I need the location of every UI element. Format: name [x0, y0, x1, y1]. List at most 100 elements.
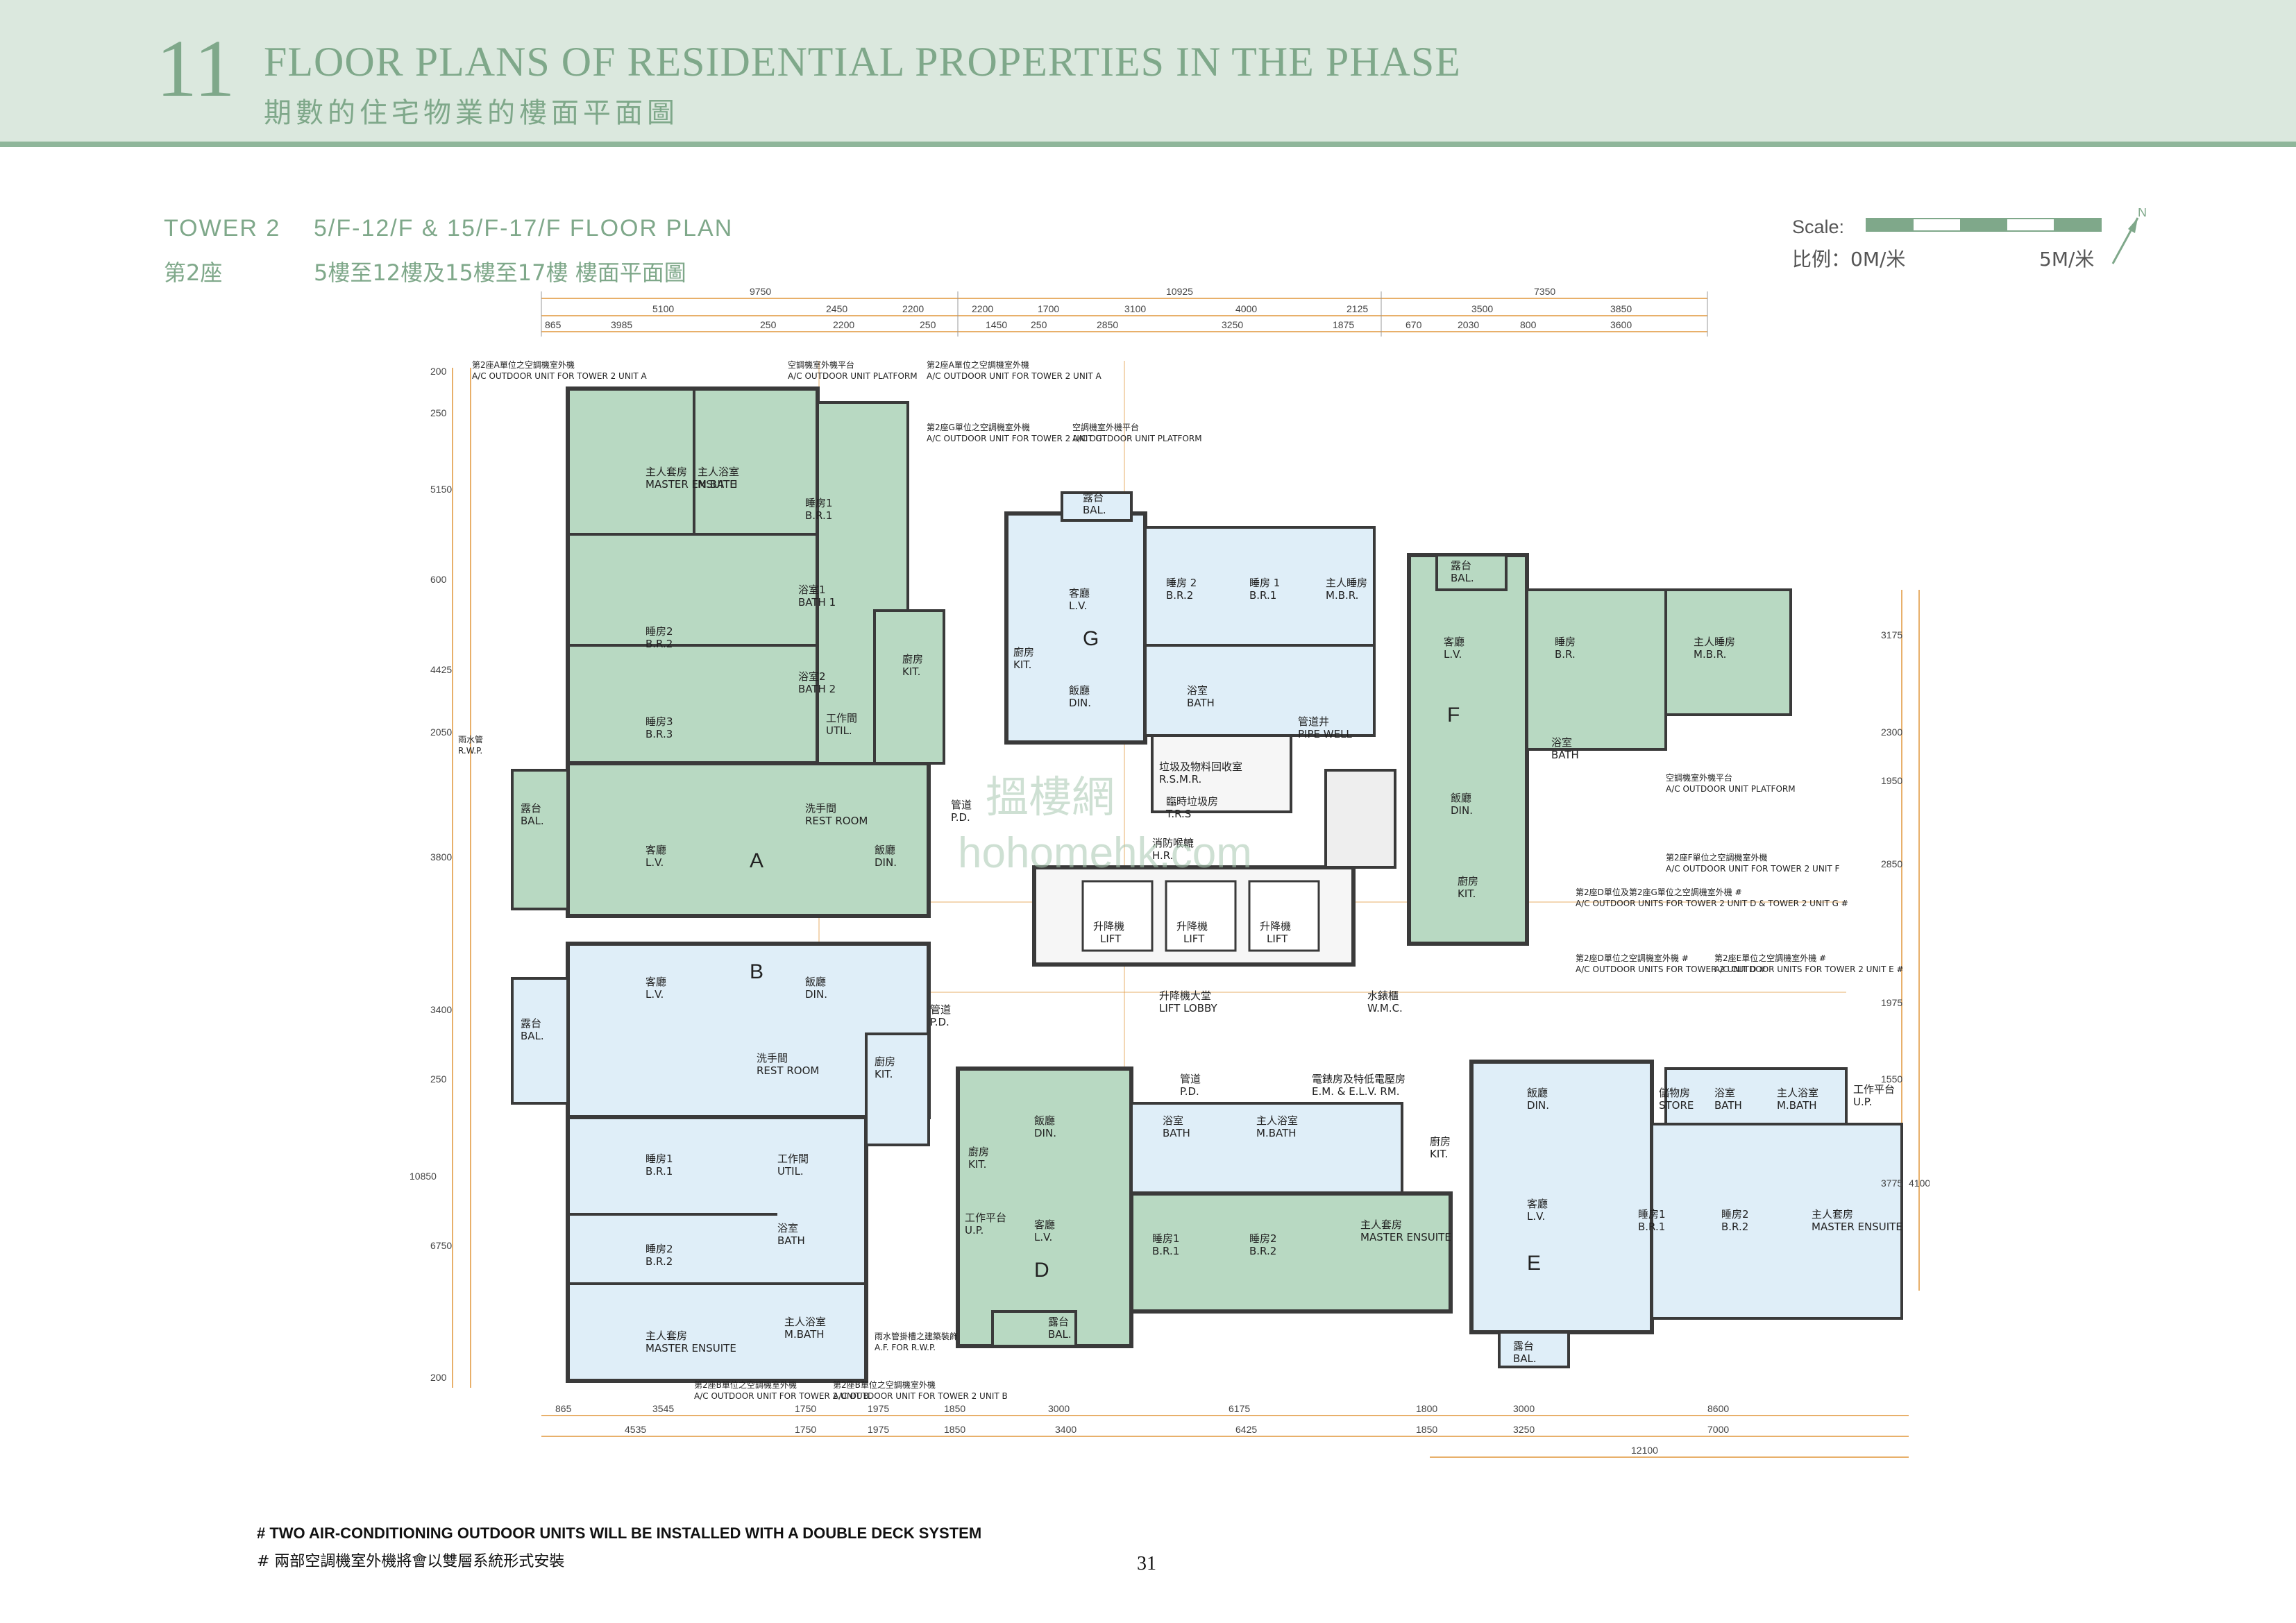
- room-b-mbath-en: M.BATH: [784, 1328, 825, 1341]
- room-b-bath-en: BATH: [777, 1234, 805, 1247]
- room-d-br2-en: B.R.2: [1249, 1245, 1276, 1257]
- dim-bot1-2: 1750: [795, 1403, 816, 1414]
- room-f-br: 睡房: [1555, 636, 1576, 648]
- room-d-din: 飯廳: [1034, 1114, 1055, 1127]
- room-f-kit-en: KIT.: [1458, 887, 1476, 900]
- watermark-zh: 搵樓網: [986, 774, 1115, 822]
- dim-left-8: 250: [430, 1073, 447, 1085]
- room-b-bal: 露台: [521, 1017, 541, 1030]
- room-a-br1: 睡房1: [805, 497, 833, 509]
- room-a-rest: 洗手間: [805, 802, 836, 815]
- dim-top2-5: 3100: [1124, 303, 1146, 314]
- room-g-br1-en: B.R.1: [1249, 589, 1276, 602]
- dim-left-1: 250: [430, 407, 447, 418]
- room-b-liv-en: L.V.: [645, 988, 664, 1001]
- scale-zero-label: 比例：0M/米: [1792, 248, 1906, 271]
- section-title-zh: 期數的住宅物業的樓面平面圖: [264, 97, 679, 129]
- room-rsmr: 垃圾及物料回收室: [1159, 760, 1242, 773]
- dim-top3-2: 250: [760, 319, 777, 330]
- room-e-din: 飯廳: [1527, 1087, 1548, 1099]
- room-d-br1-en: B.R.1: [1152, 1245, 1179, 1257]
- note-ac-a1-en: A/C OUTDOOR UNIT FOR TOWER 2 UNIT A: [472, 371, 647, 381]
- room-a-liv-en: L.V.: [645, 856, 664, 869]
- room-e-store-en: STORE: [1659, 1099, 1694, 1112]
- dim-bot2-2: 1975: [868, 1424, 889, 1435]
- room-lift3: 升降機: [1260, 920, 1291, 933]
- room-a-br1-en: B.R.1: [805, 509, 832, 522]
- room-lift1-en: LIFT: [1100, 933, 1122, 945]
- dim-bot1-3: 1975: [868, 1403, 889, 1414]
- section-number: 11: [156, 23, 235, 114]
- unit-label-e: E: [1527, 1252, 1541, 1275]
- room-a-br3-en: B.R.3: [645, 728, 673, 740]
- plan-name-zh: 5樓至12樓及15樓至17樓 樓面平面圖: [314, 260, 686, 286]
- room-a-bath2-en: BATH 2: [798, 683, 836, 695]
- room-e-kit: 廚房: [1430, 1135, 1451, 1148]
- page-number: 31: [1137, 1553, 1156, 1574]
- room-f-din: 飯廳: [1451, 792, 1471, 804]
- room-trs: 臨時垃圾房: [1166, 795, 1218, 808]
- unit-label-g: G: [1083, 627, 1099, 650]
- dim-top3-9: 1875: [1333, 319, 1354, 330]
- room-b-bath: 浴室: [777, 1222, 798, 1234]
- unit-g: [1004, 491, 1376, 745]
- dim-left-7: 3400: [430, 1004, 452, 1015]
- dim-right-2: 1950: [1881, 775, 1902, 786]
- room-f-kit: 廚房: [1458, 875, 1478, 887]
- room-e-master-en: MASTER ENSUITE: [1812, 1221, 1902, 1233]
- room-d-bal: 露台: [1048, 1316, 1069, 1328]
- room-f-din-en: DIN.: [1451, 804, 1473, 817]
- room-a-bath2: 浴室2: [798, 670, 826, 683]
- room-lift1: 升降機: [1093, 920, 1124, 933]
- room-g-bath: 浴室: [1187, 684, 1208, 697]
- room-d-kit: 廚房: [968, 1146, 989, 1158]
- room-d-bal-en: BAL.: [1048, 1328, 1072, 1341]
- note-ac-platform3-en: A/C OUTDOOR UNIT PLATFORM: [1666, 784, 1796, 794]
- scale-label: Scale:: [1792, 216, 1845, 237]
- footnote-en: # TWO AIR-CONDITIONING OUTDOOR UNITS WIL…: [257, 1524, 982, 1542]
- note-ac-a2-en: A/C OUTDOOR UNIT FOR TOWER 2 UNIT A: [927, 371, 1101, 381]
- dim-top1-1: 10925: [1166, 286, 1193, 297]
- dim-right-1: 2300: [1881, 726, 1902, 738]
- dim-bot1-4: 1850: [944, 1403, 965, 1414]
- room-d-liv-en: L.V.: [1034, 1231, 1052, 1243]
- room-d-liv: 客廳: [1034, 1218, 1055, 1231]
- room-b-master-en: MASTER ENSUITE: [645, 1342, 736, 1354]
- room-d-din-en: DIN.: [1034, 1127, 1056, 1139]
- room-a-master: 主人套房: [645, 466, 687, 478]
- room-pipe-well: 管道井: [1298, 715, 1329, 728]
- dim-bot2-5: 6425: [1235, 1424, 1257, 1435]
- room-wmc-en: W.M.C.: [1367, 1002, 1403, 1014]
- dim-left-11: 200: [430, 1372, 447, 1383]
- room-d-bath-en: BATH: [1163, 1127, 1190, 1139]
- room-e-kit-en: KIT.: [1430, 1148, 1448, 1160]
- unit-f: [1407, 553, 1792, 946]
- plan-tower-en: TOWER 2: [164, 215, 281, 241]
- room-g-liv-en: L.V.: [1069, 600, 1087, 612]
- dim-top2-2: 2200: [902, 303, 924, 314]
- dim-bot1-6: 6175: [1229, 1403, 1250, 1414]
- dim-top3-4: 250: [920, 319, 936, 330]
- room-e-br1-en: B.R.1: [1638, 1221, 1665, 1233]
- dim-left-0: 200: [430, 366, 447, 377]
- room-b-br2: 睡房2: [645, 1243, 673, 1255]
- dim-right-6: 3775: [1881, 1178, 1902, 1189]
- dim-bot2-4: 3400: [1055, 1424, 1077, 1435]
- room-f-liv: 客廳: [1444, 636, 1464, 648]
- note-ac-f: 第2座F單位之空調機室外機: [1666, 852, 1768, 863]
- room-a-din: 飯廳: [875, 844, 895, 856]
- room-f-mbr-en: M.B.R.: [1694, 648, 1726, 661]
- dim-left-5: 2050: [430, 726, 452, 738]
- room-f-liv-en: L.V.: [1444, 648, 1462, 661]
- room-g-br1: 睡房 1: [1249, 577, 1280, 589]
- dim-top3-10: 670: [1406, 319, 1422, 330]
- dim-top3-0: 865: [545, 319, 562, 330]
- note-ac-e: 第2座E單位之空調機室外機 #: [1714, 953, 1826, 963]
- room-b-util-en: UTIL.: [777, 1165, 804, 1178]
- room-e-store: 儲物房: [1659, 1087, 1690, 1099]
- room-e-din-en: DIN.: [1527, 1099, 1549, 1112]
- dim-top2-3: 2200: [972, 303, 993, 314]
- room-pd3: 管道: [1180, 1073, 1201, 1085]
- dim-bot1-5: 3000: [1048, 1403, 1070, 1414]
- dim-bot2-8: 7000: [1707, 1424, 1729, 1435]
